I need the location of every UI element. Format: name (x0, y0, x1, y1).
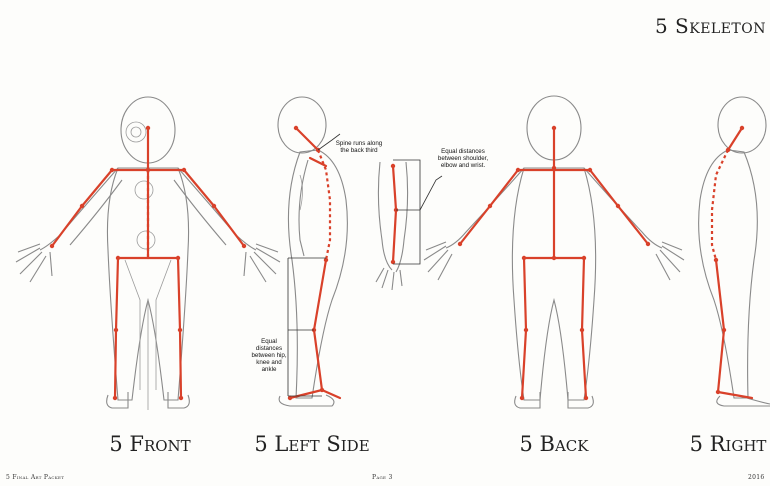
front-view-figure (16, 97, 280, 410)
footer-right: 2016 (748, 474, 764, 481)
arm-detail-figure (376, 160, 442, 290)
back-view-label: 5 Back (520, 432, 589, 456)
right-view-label: 5 Right (690, 432, 767, 456)
page-title: 5 Skeleton (655, 14, 766, 38)
front-view-label: 5 Front (109, 432, 190, 456)
footer-left: 5 Final Art Packet (6, 474, 64, 481)
back-view-figure (424, 96, 684, 408)
footer-page-number: Page 3 (372, 474, 393, 481)
left-side-view-label: 5 Left Side (254, 432, 369, 456)
leg-annotation: Equal distances between hip, knee and an… (250, 338, 288, 373)
arm-annotation: Equal distances between shoulder, elbow … (430, 148, 496, 169)
right-view-figure (699, 97, 770, 406)
spine-annotation: Spine runs along the back third (334, 140, 384, 154)
